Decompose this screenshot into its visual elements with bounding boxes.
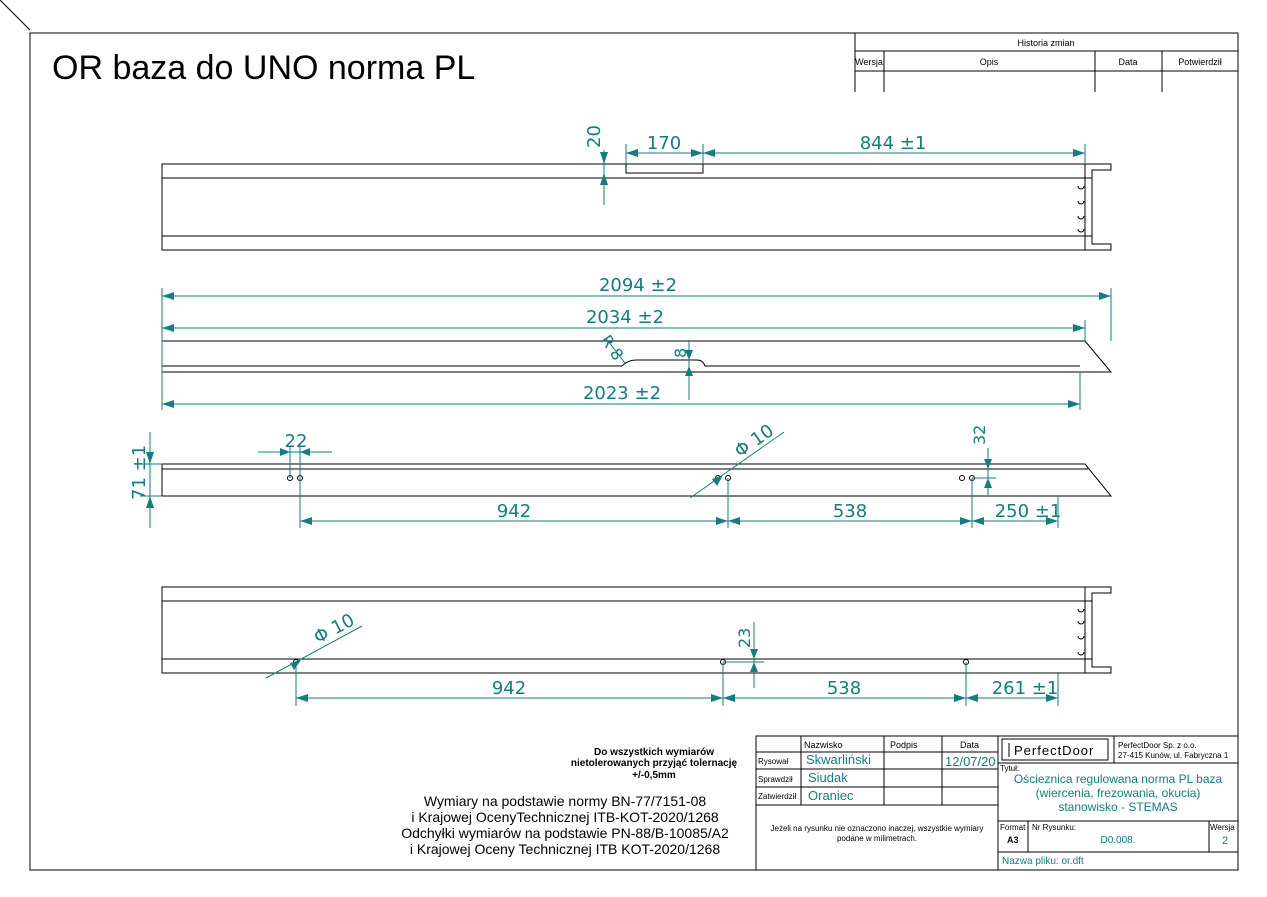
svg-text:Wymiary na podstawie normy BN-: Wymiary na podstawie normy BN-77/7151-08 <box>424 793 707 809</box>
rysowal-name: Skwarliński <box>806 752 871 767</box>
dim-942-bottom: 942 <box>492 678 526 699</box>
front-hole-view <box>161 463 1113 497</box>
svg-text:Data: Data <box>960 740 979 750</box>
bottom-view-dimensions: Φ 10 23 942 538 261 ±1 <box>265 610 1059 706</box>
top-view <box>161 163 1112 251</box>
revision-table-heading: Historia zmian <box>1017 38 1074 48</box>
svg-text:Odchyłki wymiarów na podstawie: Odchyłki wymiarów na podstawie PN-88/B-1… <box>401 825 729 841</box>
drawing-number: D0.008. <box>1100 835 1135 846</box>
dim-71: 71 ±1 <box>129 445 150 500</box>
drawing-name-line2: (wiercenia, frezowania, okucia) <box>1036 786 1201 800</box>
drawing-title: OR baza do UNO norma PL <box>52 49 475 87</box>
dim-32: 32 <box>970 425 989 445</box>
dim-r8: R 8 <box>597 331 628 364</box>
dim-844: 844 ±1 <box>860 133 927 154</box>
svg-text:Nr Rysunku:: Nr Rysunku: <box>1032 823 1076 832</box>
bottom-view <box>161 586 1112 674</box>
svg-text:PerfectDoor: PerfectDoor <box>1014 743 1094 758</box>
svg-text:Wersja: Wersja <box>1210 823 1235 832</box>
svg-text:PerfectDoor Sp. z o.o.: PerfectDoor Sp. z o.o. <box>1118 741 1197 750</box>
side-profile-view <box>161 340 1113 373</box>
zatwierdzil-name: Oraniec <box>808 788 854 803</box>
dim-250: 250 ±1 <box>995 501 1062 522</box>
dim-2023: 2023 ±2 <box>583 383 661 404</box>
front-hole-dimensions: 71 ±1 22 Φ 10 32 942 538 250 ±1 <box>129 420 1061 528</box>
side-profile-dimensions: 2094 ±2 2034 ±2 R 8 8 2023 ±2 <box>161 275 1112 410</box>
dim-942-front: 942 <box>497 501 531 522</box>
revision-col-potwierdzil: Potwierdził <box>1178 57 1222 67</box>
svg-text:Format: Format <box>1000 823 1026 832</box>
svg-text:Sprawdził: Sprawdził <box>758 775 793 784</box>
drawing-name-line1: Ościeznica regulowana norma PL baza <box>1014 772 1223 786</box>
dim-8: 8 <box>671 348 690 358</box>
dim-538-bottom: 538 <box>827 678 861 699</box>
dim-23: 23 <box>735 628 754 648</box>
dim-261: 261 ±1 <box>992 678 1059 699</box>
revision-col-opis: Opis <box>980 57 999 67</box>
svg-text:A3: A3 <box>1007 835 1019 845</box>
dim-20: 20 <box>584 125 605 148</box>
svg-text:Tytuł:: Tytuł: <box>1000 764 1019 773</box>
svg-text:Zatwierdził: Zatwierdził <box>758 792 796 801</box>
svg-text:Nazwisko: Nazwisko <box>804 740 843 750</box>
sprawdzil-name: Siudak <box>808 770 848 785</box>
sheet-border <box>0 0 1239 871</box>
title-block: Nazwisko Podpis Data Rysował Sprawdził Z… <box>755 735 1239 871</box>
drawn-date: 12/07/20 <box>945 754 996 769</box>
dim-538-front: 538 <box>833 501 867 522</box>
svg-text:Podpis: Podpis <box>890 740 918 750</box>
dim-22: 22 <box>285 431 308 452</box>
svg-text:Do wszystkich wymiarów: Do wszystkich wymiarów <box>594 747 714 758</box>
dim-2034: 2034 ±2 <box>586 307 664 328</box>
svg-text:Rysował: Rysował <box>758 757 788 766</box>
revision-col-data: Data <box>1118 57 1137 67</box>
dim-phi10-bottom: Φ 10 <box>310 610 358 649</box>
svg-text:nietolerowanych przyjąć tolern: nietolerowanych przyjąć tolernację <box>571 758 738 769</box>
drawing-name-line3: stanowisko - STEMAS <box>1058 800 1177 814</box>
svg-text:podane w milimetrach.: podane w milimetrach. <box>837 834 917 843</box>
svg-text:+/-0,5mm: +/-0,5mm <box>632 770 676 781</box>
svg-text:27-415 Kunów, ul. Fabryczna 1: 27-415 Kunów, ul. Fabryczna 1 <box>1118 751 1229 760</box>
company-logo <box>1001 738 1109 761</box>
norms-note: Wymiary na podstawie normy BN-77/7151-08… <box>401 793 729 857</box>
dim-phi10: Φ 10 <box>731 420 778 462</box>
dim-170: 170 <box>647 133 681 154</box>
revision-table: Historia zmian Wersja Opis Data Potwierd… <box>854 33 1238 92</box>
tolerance-note: Do wszystkich wymiarów nietolerowanych p… <box>571 747 738 781</box>
file-name: Nazwa pliku: or.dft <box>1002 856 1084 867</box>
svg-text:i Krajowej OcenyTechnicznej IT: i Krajowej OcenyTechnicznej ITB-KOT-2020… <box>411 809 719 825</box>
dim-2094: 2094 ±2 <box>599 275 677 296</box>
top-view-dimensions: 20 170 844 ±1 <box>584 125 1086 205</box>
svg-text:i Krajowej Oceny Technicznej I: i Krajowej Oceny Technicznej ITB KOT-202… <box>410 841 720 857</box>
revision-col-wersja: Wersja <box>855 57 883 67</box>
drawing-version: 2 <box>1222 835 1228 847</box>
svg-text:Jeżeli na rysunku nie oznaczon: Jeżeli na rysunku nie oznaczono inaczej,… <box>771 824 984 833</box>
